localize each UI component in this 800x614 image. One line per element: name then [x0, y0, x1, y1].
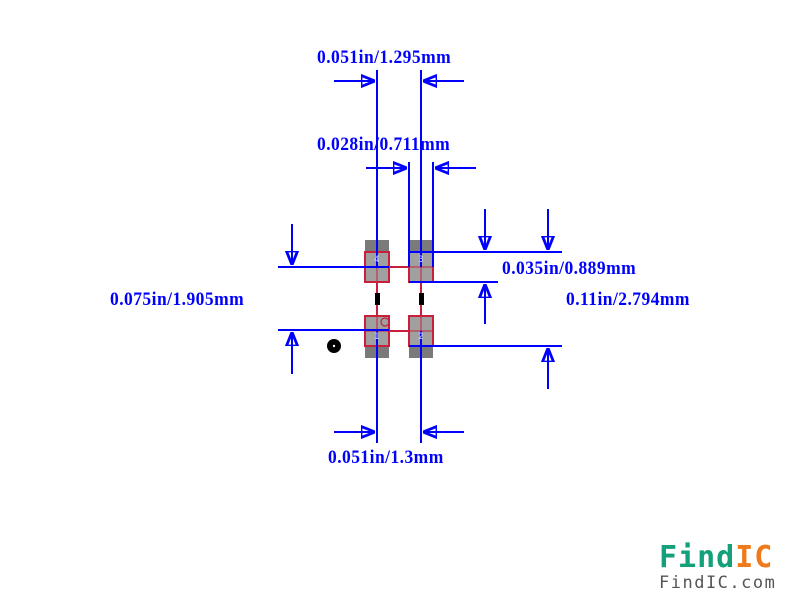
pad-number-1: 1	[374, 332, 380, 342]
dimension-lines	[278, 70, 562, 443]
pin1-marker-icon	[380, 317, 390, 327]
dimension-top-pitch: 0.051in/1.295mm	[317, 47, 452, 68]
dimension-right-overall: 0.11in/2.794mm	[566, 289, 690, 310]
origin-marker-icon	[327, 339, 341, 353]
body-marks	[375, 293, 424, 305]
logo-domain: FindIC.com	[659, 573, 777, 593]
pad-number-4: 4	[374, 255, 380, 265]
dimension-bottom-pitch: 0.051in/1.3mm	[328, 447, 444, 468]
dimension-left-pitch: 0.075in/1.905mm	[110, 289, 245, 310]
findic-logo: FindIC FindIC.com	[659, 543, 783, 599]
dimension-right-pad-height: 0.035in/0.889mm	[502, 258, 637, 279]
pad-number-2: 2	[418, 332, 424, 342]
logo-brand: FindIC	[659, 540, 774, 575]
pad-number-3: 3	[418, 255, 424, 265]
dimension-top-gap: 0.028in/0.711mm	[317, 134, 451, 155]
